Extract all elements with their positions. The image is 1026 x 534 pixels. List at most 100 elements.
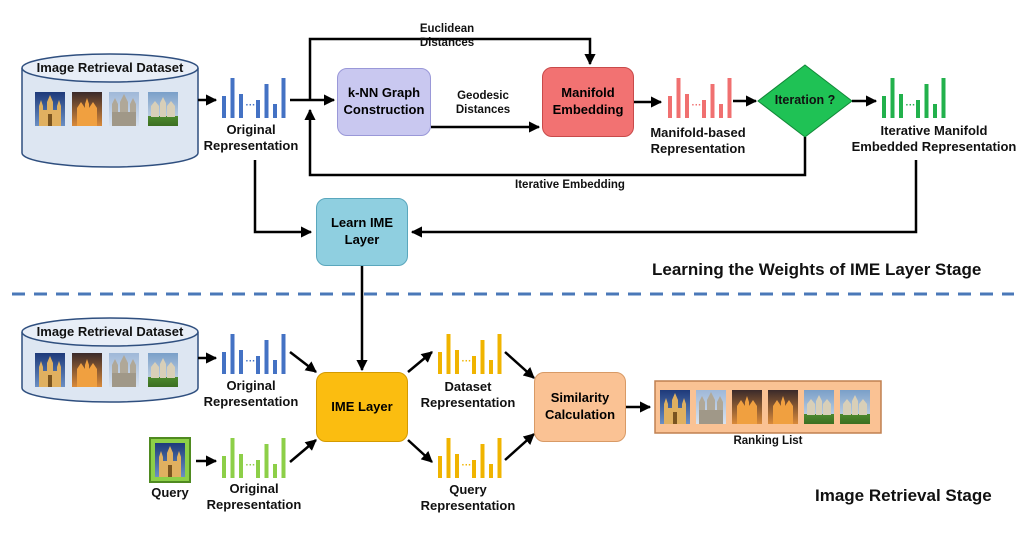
- arrow-iterative-loop: [304, 108, 807, 177]
- arrow-ime-to-qrep: [407, 439, 433, 463]
- ime-layer-box: IME Layer: [316, 372, 408, 442]
- dataset-rep-label: Dataset Representation: [420, 379, 516, 411]
- arrow-euclidean: [308, 37, 596, 100]
- feature-bar: [480, 340, 485, 374]
- feature-bar: [239, 350, 243, 374]
- feature-bar: [480, 444, 485, 478]
- feature-bar: [281, 78, 286, 118]
- dataset-rep-bars: ···: [438, 334, 502, 374]
- ranking-list-strip: [654, 380, 882, 434]
- feature-bar: [264, 444, 269, 478]
- feature-bar: [685, 94, 689, 118]
- feature-bar: [497, 334, 502, 374]
- feature-bar: [668, 96, 672, 118]
- retrieval-stage-title: Image Retrieval Stage: [815, 486, 992, 505]
- learn-ime-layer-box: Learn IME Layer: [316, 198, 408, 266]
- similarity-calculation-box: Similarity Calculation: [534, 372, 626, 442]
- feature-bar: [489, 360, 493, 374]
- feature-bar: [890, 78, 895, 118]
- euclidean-label: Euclidean Distances: [419, 23, 475, 50]
- feature-bar: [438, 456, 442, 478]
- ellipsis-dots-icon: ···: [246, 356, 256, 367]
- feature-bar: [497, 438, 502, 478]
- feature-bar: [455, 454, 459, 478]
- feature-bar: [273, 104, 277, 118]
- manifold-rep-bars: ···: [668, 78, 732, 118]
- original-rep-query-label: Original Representation: [206, 481, 302, 513]
- original-rep-top-bars: ···: [222, 78, 286, 118]
- iterative-rep-label: Iterative Manifold Embedded Representati…: [851, 123, 1017, 155]
- feature-bar: [710, 84, 715, 118]
- iterative-embedding-label: Iterative Embedding: [515, 179, 625, 191]
- feature-bar: [281, 438, 286, 478]
- dataset-title-top: Image Retrieval Dataset: [36, 60, 184, 75]
- knn-graph-box: k-NN Graph Construction: [337, 68, 431, 136]
- feature-bar: [273, 464, 277, 478]
- feature-bar: [239, 454, 243, 478]
- query-rep-label: Query Representation: [420, 482, 516, 514]
- feature-bar: [438, 352, 442, 374]
- feature-bar: [222, 96, 226, 118]
- ellipsis-dots-icon: ···: [246, 100, 256, 111]
- feature-bar: [489, 464, 493, 478]
- feature-bar: [472, 460, 476, 478]
- arrow-ime-to-drep: [407, 351, 433, 373]
- original-rep-query-bars: ···: [222, 438, 286, 478]
- feature-bar: [933, 104, 937, 118]
- query-rep-bars: ···: [438, 438, 502, 478]
- ellipsis-dots-icon: ···: [692, 100, 702, 111]
- feature-bar: [256, 356, 260, 374]
- ellipsis-dots-icon: ···: [462, 356, 472, 367]
- ellipsis-dots-icon: ···: [462, 460, 472, 471]
- arrow-qrep-to-ime: [289, 439, 317, 463]
- ellipsis-dots-icon: ···: [906, 100, 916, 111]
- arrow-drep-to-ime: [289, 351, 317, 373]
- feature-bar: [230, 334, 235, 374]
- feature-bar: [899, 94, 903, 118]
- feature-bar: [941, 78, 946, 118]
- feature-bar: [727, 78, 732, 118]
- manifold-embedding-box: Manifold Embedding: [542, 67, 634, 137]
- feature-vectors-layer: ··· ··· ··· ··· ··· ··· ···: [222, 78, 946, 478]
- feature-bar: [472, 356, 476, 374]
- arrow-drep-to-sim: [504, 351, 535, 379]
- arrow-iterative-to-learn: [410, 160, 918, 238]
- arrow-qrep-to-sim: [504, 433, 535, 461]
- dataset-cylinder-top: [21, 53, 199, 168]
- feature-bar: [702, 100, 706, 118]
- arrow-original-to-learn: [253, 160, 313, 238]
- feature-bar: [222, 456, 226, 478]
- feature-bar: [719, 104, 723, 118]
- iterative-rep-bars: ···: [882, 78, 946, 118]
- geodesic-label: Geodesic Distances: [455, 90, 511, 117]
- feature-bar: [230, 438, 235, 478]
- feature-bar: [446, 334, 451, 374]
- feature-bar: [264, 340, 269, 374]
- feature-bar: [446, 438, 451, 478]
- feature-bar: [924, 84, 929, 118]
- feature-bar: [264, 84, 269, 118]
- feature-bar: [273, 360, 277, 374]
- learning-stage-title: Learning the Weights of IME Layer Stage: [652, 260, 982, 279]
- feature-bar: [916, 100, 920, 118]
- ranking-list-label: Ranking List: [733, 435, 803, 447]
- query-label: Query: [151, 485, 189, 500]
- feature-bar: [676, 78, 681, 118]
- original-rep-top-label: Original Representation: [203, 122, 299, 154]
- feature-bar: [230, 78, 235, 118]
- iteration-label: Iteration ?: [774, 93, 836, 107]
- feature-bar: [222, 352, 226, 374]
- dataset-title-bottom: Image Retrieval Dataset: [36, 324, 184, 339]
- feature-bar: [239, 94, 243, 118]
- feature-bar: [882, 96, 886, 118]
- original-rep-dataset-label: Original Representation: [203, 378, 299, 410]
- feature-bar: [281, 334, 286, 374]
- manifold-rep-label: Manifold-based Representation: [650, 125, 746, 157]
- feature-bar: [256, 100, 260, 118]
- original-rep-dataset-bars: ···: [222, 334, 286, 374]
- feature-bar: [455, 350, 459, 374]
- dataset-cylinder-bottom: [21, 317, 199, 403]
- ellipsis-dots-icon: ···: [246, 460, 256, 471]
